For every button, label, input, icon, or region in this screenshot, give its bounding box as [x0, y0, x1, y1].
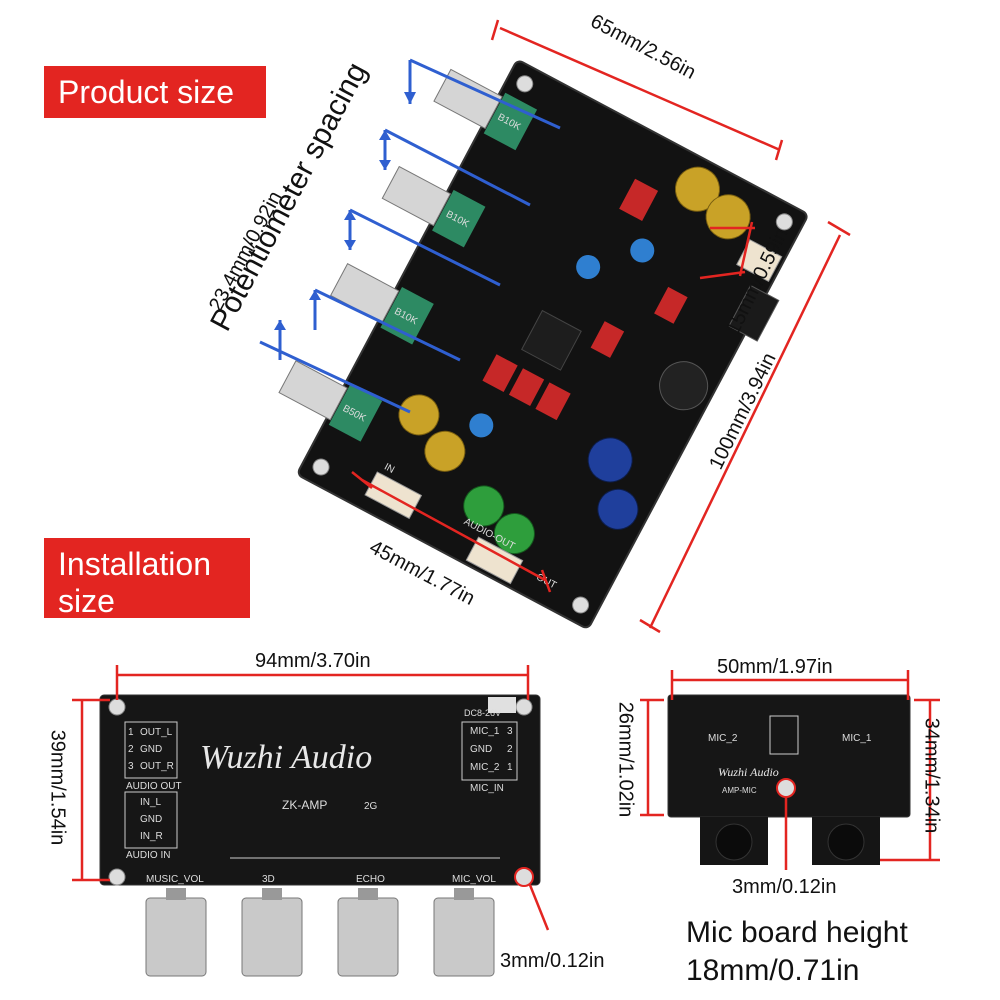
knob-label-music-vol: MUSIC_VOL: [146, 874, 204, 885]
installation-size-badge: Installation size: [44, 538, 250, 619]
pot-4: B50K: [278, 360, 383, 442]
gnd-mic-label: GND: [470, 744, 492, 755]
mic-brand-logo: Wuzhi Audio: [718, 765, 779, 779]
audio-in-label: AUDIO IN: [126, 850, 170, 861]
mic-pin-3: 3: [507, 726, 513, 737]
bottom-right-dimension-lines: [640, 670, 940, 870]
pot-spacing-arrows: [274, 92, 416, 330]
out-pin-1: 1: [128, 727, 134, 738]
gnd-in-label: GND: [140, 814, 162, 825]
install-width-label: 94mm/3.70in: [255, 650, 371, 672]
mic1-label: MIC_1: [842, 733, 872, 744]
connector-in-label: IN: [382, 462, 396, 476]
mic-model-label: AMP-MIC: [722, 786, 757, 795]
mic-pin-1: 1: [507, 762, 513, 773]
out-l-label: OUT_L: [140, 727, 173, 738]
gnd-out-label: GND: [140, 744, 162, 755]
mic-board: [667, 694, 911, 865]
power-label: DC8-26V: [464, 708, 501, 718]
install-hole-label: 3mm/0.12in: [500, 950, 605, 972]
bottom-left-dimension-lines: [72, 665, 550, 931]
knob-label-mic-vol: MIC_VOL: [452, 874, 496, 885]
mic-height-right-label: 34mm/1.34in: [920, 717, 943, 834]
version-label: 2G: [364, 801, 378, 812]
model-label: ZK-AMP: [282, 798, 327, 812]
mic-height-left-label: 26mm/1.02in: [614, 701, 637, 818]
mic-width-label: 50mm/1.97in: [717, 656, 833, 678]
pot-3: B10K: [329, 263, 434, 345]
out-pin-3: 3: [128, 761, 134, 772]
mic-board-height-title: Mic board height: [686, 916, 908, 949]
brand-logo: Wuzhi Audio: [200, 739, 372, 776]
mic2-pin-label: MIC_2: [470, 762, 500, 773]
pot-1: B10K: [433, 68, 538, 151]
in-r-label: IN_R: [140, 831, 163, 842]
mic-pin-2: 2: [507, 744, 513, 755]
mic-in-label: MIC_IN: [470, 783, 504, 794]
pot-spacing-guides: [259, 58, 561, 414]
knob-label-echo: ECHO: [356, 874, 385, 885]
main-board-bottom-view: [99, 694, 541, 977]
mic-hole-label: 3mm/0.12in: [732, 876, 837, 898]
in-l-label: IN_L: [140, 797, 162, 808]
install-height-label: 39mm/1.54in: [46, 729, 69, 846]
main-board: IN AUDIO-OUT OUT B10K B10K B10K B50K: [278, 60, 808, 629]
knob-label-3d: 3D: [262, 874, 275, 885]
product-size-badge: Product size: [44, 66, 266, 118]
mic-board-height-value: 18mm/0.71in: [686, 954, 860, 987]
mic1-pin-label: MIC_1: [470, 726, 500, 737]
mic2-label: MIC_2: [708, 733, 738, 744]
out-pin-2: 2: [128, 744, 134, 755]
pot-2: B10K: [381, 165, 486, 248]
audio-out-label: AUDIO OUT: [126, 781, 182, 792]
top-dimension-lines: [351, 19, 851, 634]
out-r-label: OUT_R: [140, 761, 174, 772]
